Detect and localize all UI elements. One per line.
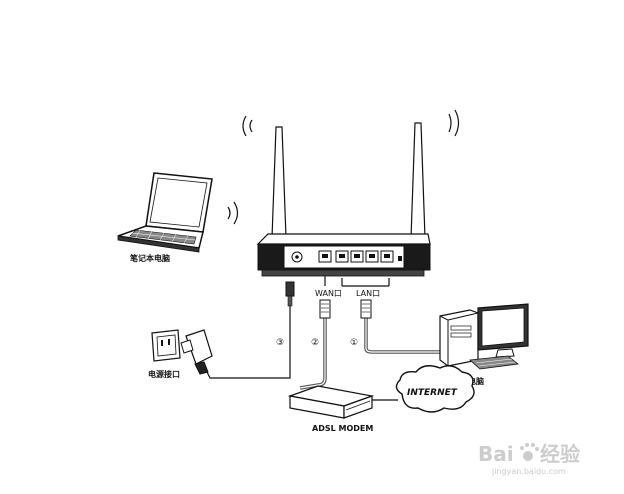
internet-cloud-icon bbox=[395, 365, 475, 413]
wan-port-label: WAN口 bbox=[315, 289, 342, 298]
port-labels: WAN口 LAN口 bbox=[315, 276, 390, 298]
marker-power: ③ bbox=[276, 338, 284, 348]
modem-label: ADSL MODEM bbox=[312, 424, 373, 433]
power-adapter bbox=[180, 329, 213, 375]
wall-outlet bbox=[151, 329, 181, 362]
paw-logo-icon bbox=[520, 443, 539, 461]
adsl-modem bbox=[287, 385, 375, 419]
desktop-label: 电脑 bbox=[468, 376, 484, 386]
laptop-label: 笔记本电脑 bbox=[130, 253, 170, 263]
marker-wan: ② bbox=[311, 338, 319, 348]
router-antenna-right bbox=[410, 122, 426, 239]
power-cable bbox=[206, 281, 295, 379]
watermark-brand: Bai bbox=[478, 442, 514, 466]
power-port-label: 电源接口 bbox=[148, 369, 180, 379]
router-wifi-waves-left-icon bbox=[242, 115, 253, 137]
internet-label: INTERNET bbox=[407, 388, 458, 398]
watermark-url: jingyan.baidu.com bbox=[491, 467, 566, 476]
router-antenna-left bbox=[271, 126, 287, 239]
desktop-computer bbox=[439, 303, 529, 370]
router-wifi-waves-right-icon bbox=[448, 109, 460, 137]
laptop-wifi-waves-icon bbox=[227, 201, 239, 225]
lan-cable bbox=[360, 299, 452, 354]
router bbox=[242, 109, 460, 277]
wan-cable bbox=[299, 299, 331, 390]
marker-lan: ① bbox=[350, 338, 358, 348]
baidu-jingyan-watermark: Bai 经验 jingyan.baidu.com bbox=[478, 442, 580, 476]
router-ports bbox=[318, 250, 402, 263]
router-power-socket bbox=[291, 251, 303, 263]
laptop bbox=[117, 172, 213, 253]
watermark-brand-tail: 经验 bbox=[540, 442, 580, 466]
lan-port-label: LAN口 bbox=[356, 289, 380, 298]
